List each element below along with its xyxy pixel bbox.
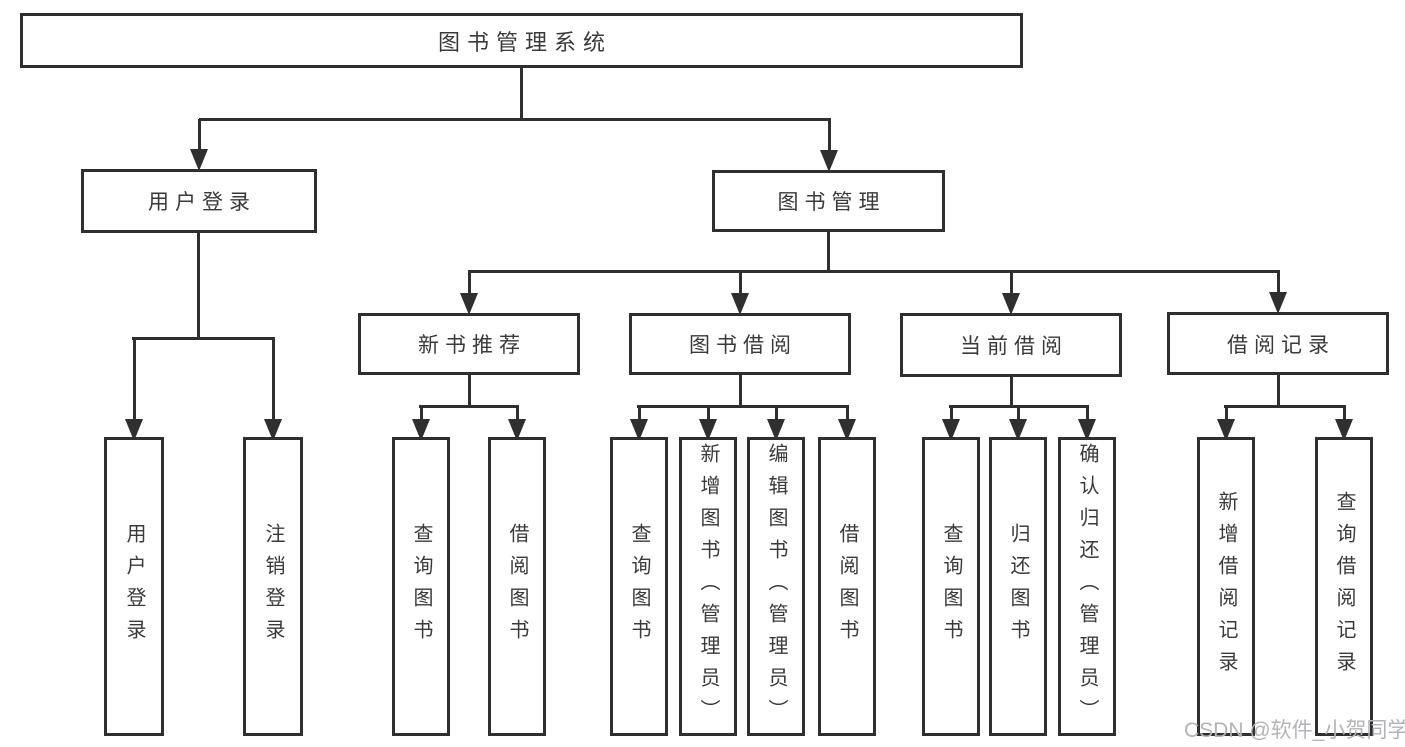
leaf-newbook-query-books: 查询图书: [392, 437, 450, 736]
arrow-to-new-book-recommend: [460, 272, 478, 315]
leaf-newbook-query-books-label: 查询图书: [410, 522, 432, 651]
node-book-management-label: 图书管理: [777, 191, 886, 214]
node-user-login-label: 用户登录: [148, 191, 256, 214]
leaf-records-add-record: 新增借阅记录: [1197, 437, 1255, 736]
arrow-to-cb-query: [942, 407, 960, 441]
arrow-to-book-borrow: [731, 272, 749, 315]
leaf-user-login: 用户登录: [104, 437, 164, 736]
connector-user-login-stem: [197, 233, 200, 339]
arrow-to-nb-query: [412, 407, 430, 441]
leaf-newbook-borrow-books-label: 借阅图书: [506, 522, 528, 651]
leaf-borrow-edit-books-admin: 编辑图书（管理员）: [747, 437, 805, 736]
connector-user-login-bar: [132, 337, 275, 340]
leaf-user-login-label: 用户登录: [123, 522, 145, 651]
connector-root-bar: [199, 118, 831, 121]
arrow-to-current-borrow: [1002, 272, 1020, 315]
leaf-borrow-borrow-books: 借阅图书: [818, 437, 876, 736]
leaf-borrow-edit-books-admin-label: 编辑图书（管理员）: [765, 442, 787, 731]
connector-root-stem: [520, 68, 523, 121]
node-book-management: 图书管理: [712, 170, 945, 232]
arrow-to-cb-return: [1009, 407, 1027, 441]
node-user-login: 用户登录: [81, 169, 317, 233]
connector-book-management-bar: [468, 270, 1280, 273]
leaf-borrow-add-books-admin-label: 新增图书（管理员）: [697, 442, 719, 731]
connector-current-borrow-bar: [949, 405, 1089, 408]
arrow-to-cb-confirm: [1078, 407, 1096, 441]
leaf-newbook-borrow-books: 借阅图书: [488, 437, 546, 736]
node-borrow-records-label: 借阅记录: [1227, 333, 1335, 357]
arrow-to-br-add: [1217, 407, 1235, 441]
connector-new-book-bar: [419, 405, 519, 408]
node-book-borrow-label: 图书借阅: [689, 334, 797, 357]
leaf-current-return-books: 归还图书: [989, 437, 1047, 736]
arrow-to-bb-query: [630, 407, 648, 441]
arrow-to-leaf-user-login: [125, 339, 143, 441]
node-new-book-recommend: 新书推荐: [358, 313, 580, 375]
leaf-records-add-record-label: 新增借阅记录: [1215, 490, 1237, 683]
connector-book-management-stem: [827, 230, 830, 272]
leaf-borrow-query-books-label: 查询图书: [628, 522, 650, 651]
connector-book-borrow-stem: [739, 373, 742, 407]
connector-borrow-records-stem: [1277, 373, 1280, 407]
arrow-to-br-query: [1335, 407, 1353, 441]
node-new-book-recommend-label: 新书推荐: [418, 334, 526, 357]
leaf-logout-label: 注销登录: [262, 522, 284, 651]
arrow-to-bb-add: [699, 407, 717, 441]
leaf-current-confirm-return-admin-label: 确认归还（管理员）: [1076, 442, 1098, 731]
connector-new-book-stem: [468, 373, 471, 407]
node-current-borrow-label: 当前借阅: [960, 335, 1068, 358]
connector-book-borrow-bar: [637, 405, 849, 408]
leaf-borrow-borrow-books-label: 借阅图书: [836, 522, 858, 651]
node-book-borrow: 图书借阅: [629, 313, 851, 375]
leaf-records-query-record-label: 查询借阅记录: [1333, 490, 1355, 683]
leaf-borrow-add-books-admin: 新增图书（管理员）: [679, 437, 737, 736]
arrow-to-borrow-records: [1269, 272, 1287, 314]
node-borrow-records: 借阅记录: [1167, 312, 1389, 375]
arrow-to-user-login: [190, 119, 208, 171]
leaf-current-query-books-label: 查询图书: [940, 522, 962, 651]
arrow-to-bb-edit: [767, 407, 785, 441]
arrow-to-bb-borrow: [838, 407, 856, 441]
arrow-to-leaf-logout: [264, 339, 282, 441]
arrow-to-nb-borrow: [508, 407, 526, 441]
leaf-records-query-record: 查询借阅记录: [1315, 437, 1373, 736]
leaf-current-confirm-return-admin: 确认归还（管理员）: [1058, 437, 1116, 736]
node-current-borrow: 当前借阅: [900, 313, 1122, 377]
csdn-watermark: CSDN @软件_小贺同学: [1184, 719, 1405, 742]
arrow-to-book-management: [820, 119, 838, 172]
connector-current-borrow-stem: [1010, 375, 1013, 407]
leaf-borrow-query-books: 查询图书: [610, 437, 668, 736]
leaf-current-return-books-label: 归还图书: [1007, 522, 1029, 651]
node-root: 图书管理系统: [20, 13, 1023, 68]
leaf-current-query-books: 查询图书: [922, 437, 980, 736]
node-root-label: 图书管理系统: [437, 29, 612, 55]
leaf-logout: 注销登录: [243, 437, 303, 736]
connector-borrow-records-bar: [1224, 405, 1346, 408]
